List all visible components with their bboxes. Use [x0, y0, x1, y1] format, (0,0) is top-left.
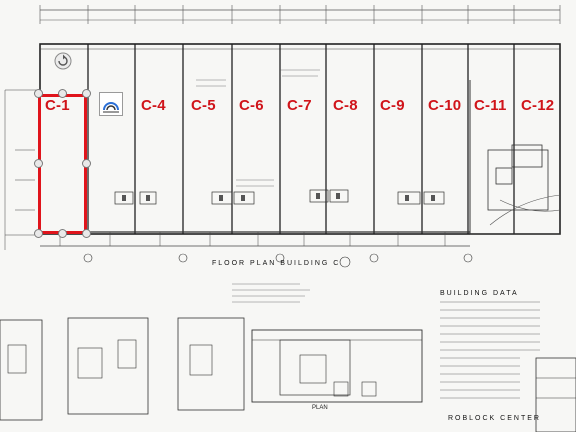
unit-label-c11: C-11	[474, 97, 507, 114]
resize-handle-middle-right[interactable]	[82, 159, 91, 168]
resize-handle-top-left[interactable]	[34, 89, 43, 98]
unit-label-c5: C-5	[191, 97, 216, 114]
arc-tool-icon[interactable]	[99, 92, 123, 116]
unit-label-c7: C-7	[287, 97, 312, 114]
plan-label: PLAN	[312, 405, 328, 411]
resize-handle-top-right[interactable]	[82, 89, 91, 98]
unit-label-c12: C-12	[521, 97, 555, 114]
unit-label-c8: C-8	[333, 97, 358, 114]
floor-plan-title: FLOOR PLAN BUILDING C	[212, 260, 341, 267]
resize-handle-bottom-center[interactable]	[58, 229, 67, 238]
selection-box[interactable]	[38, 94, 87, 234]
resize-handle-bottom-left[interactable]	[34, 229, 43, 238]
unit-label-c6: C-6	[239, 97, 264, 114]
resize-handle-middle-left[interactable]	[34, 159, 43, 168]
resize-handle-top-center[interactable]	[58, 89, 67, 98]
unit-label-c10: C-10	[428, 97, 462, 114]
unit-label-c1: C-1	[45, 97, 70, 114]
building-data-heading: BUILDING DATA	[440, 290, 519, 297]
unit-label-c9: C-9	[380, 97, 405, 114]
center-name: ROBLOCK CENTER	[448, 415, 541, 422]
resize-handle-bottom-right[interactable]	[82, 229, 91, 238]
unit-label-c4: C-4	[141, 97, 166, 114]
rotate-icon[interactable]	[54, 52, 72, 70]
